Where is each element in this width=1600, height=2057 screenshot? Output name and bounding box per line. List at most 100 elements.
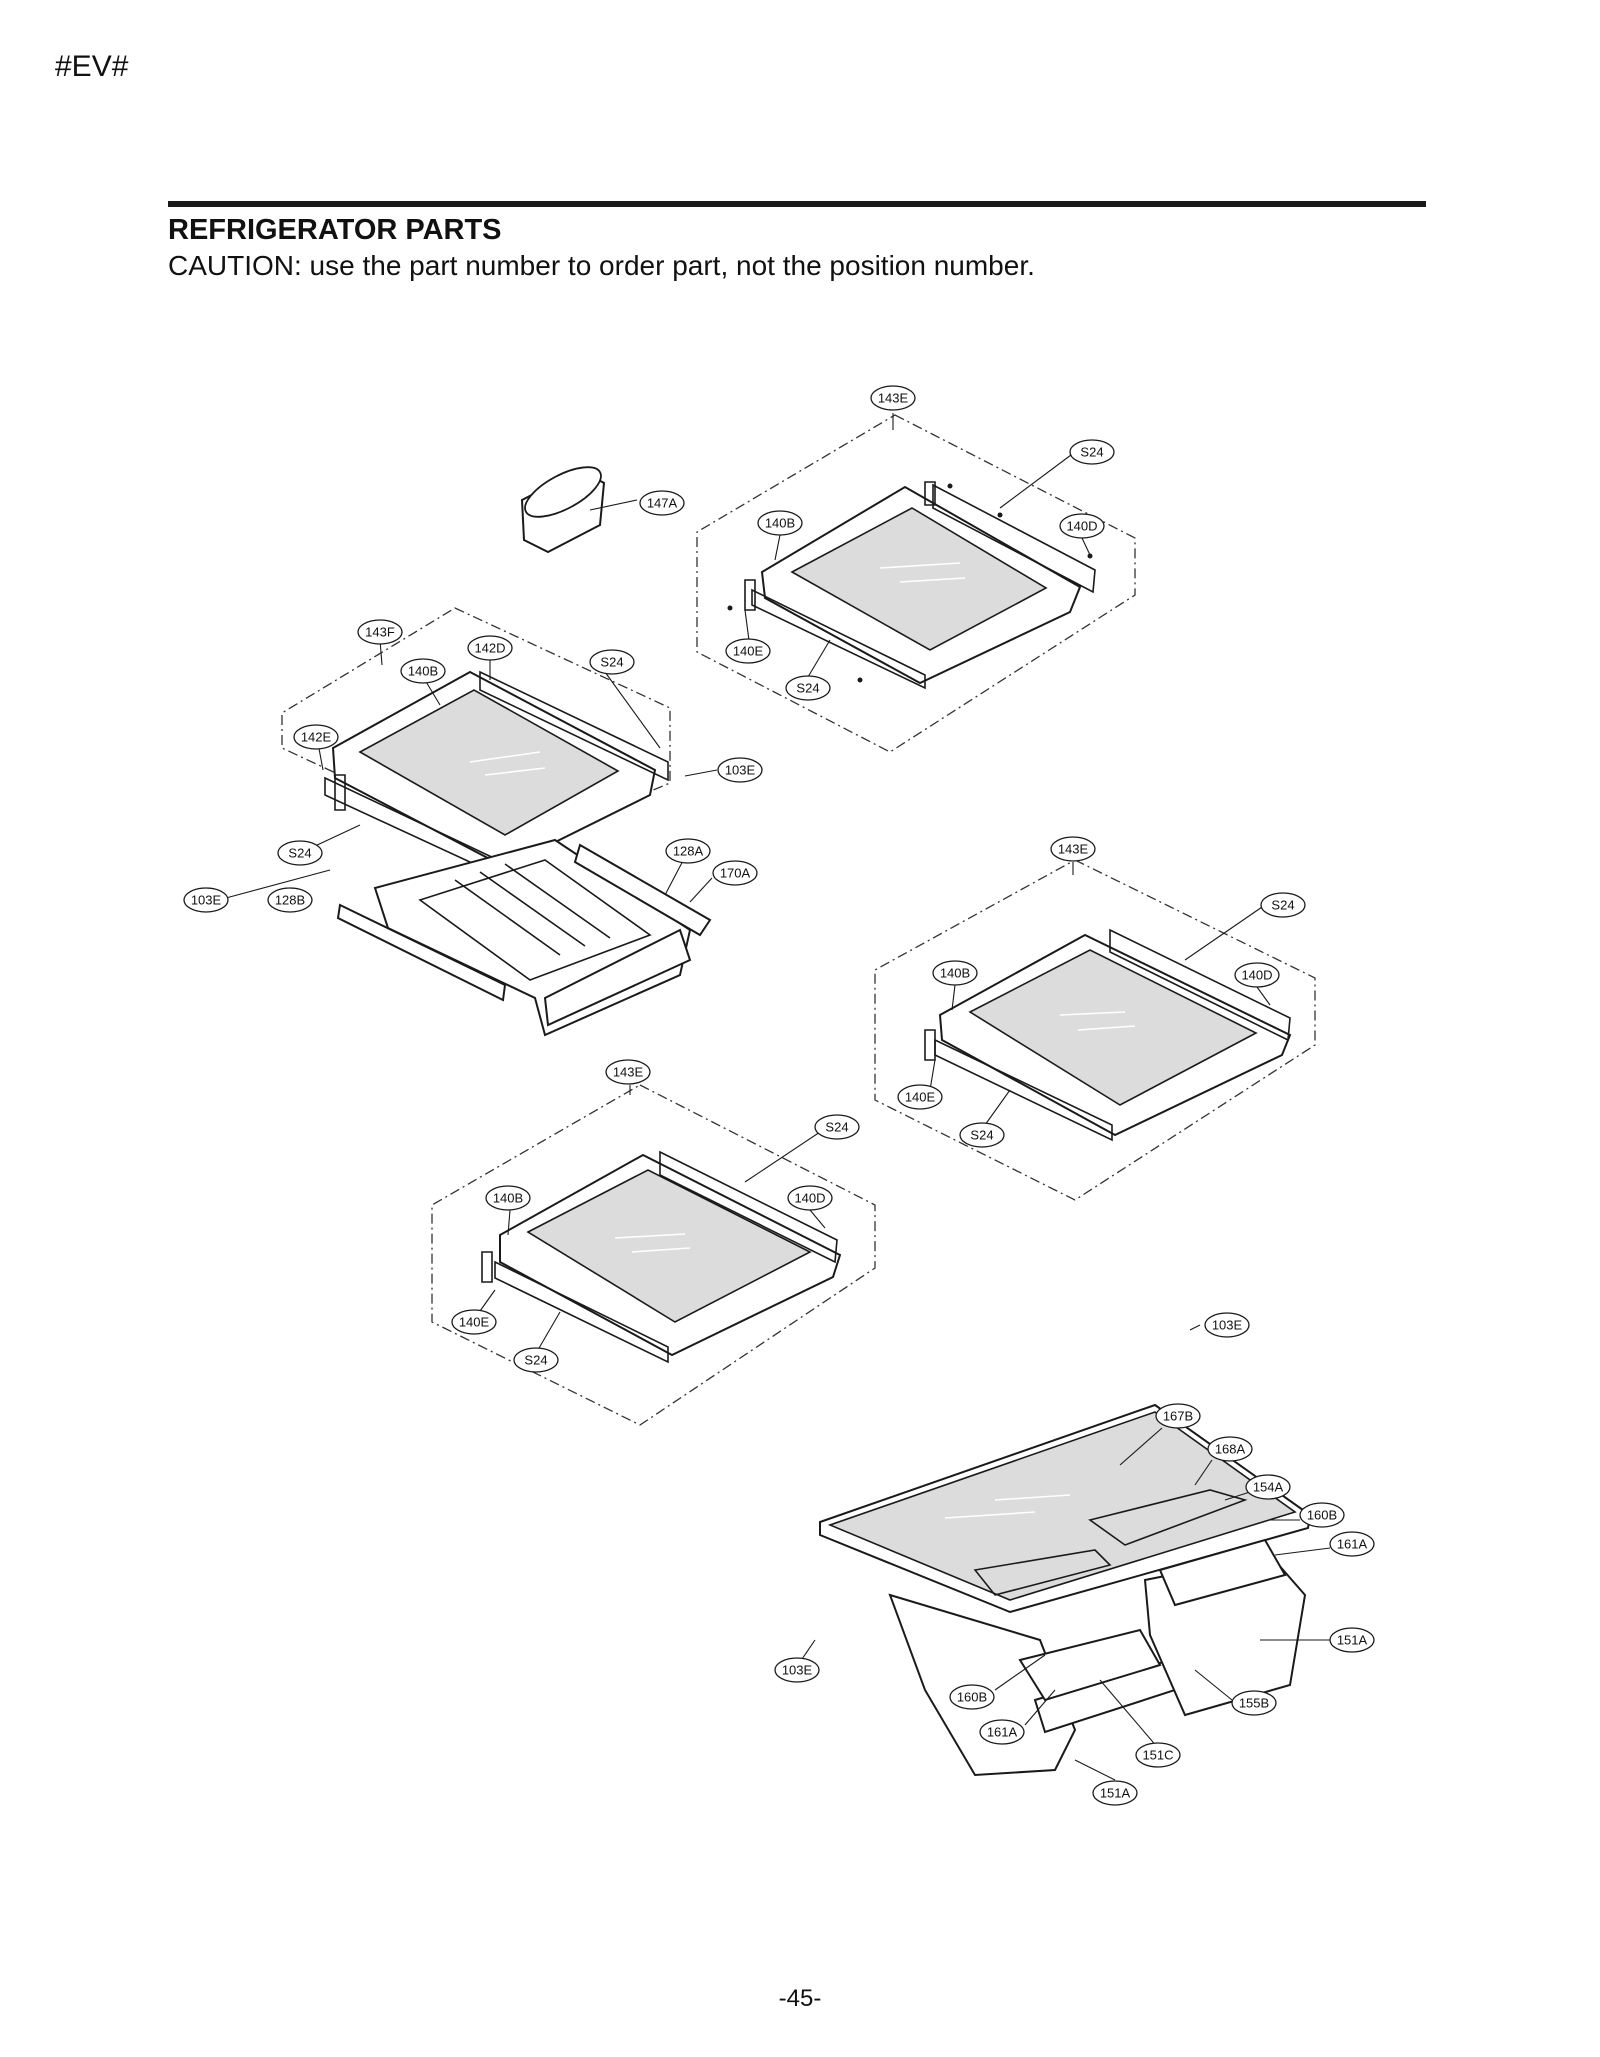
callout-S24-low2: S24 — [513, 1347, 559, 1373]
callout-142E: 142E — [293, 724, 339, 750]
storage-cup — [520, 466, 606, 554]
callout-label: S24 — [1271, 898, 1294, 913]
callout-155B: 155B — [1231, 1690, 1277, 1716]
callout-label: S24 — [288, 846, 311, 861]
callout-label: 128A — [673, 844, 704, 859]
callout-140B-low: 140B — [485, 1185, 531, 1211]
callout-S24-mid2: S24 — [959, 1122, 1005, 1148]
callout-160B-right: 160B — [1299, 1502, 1345, 1528]
callout-label: 170A — [720, 866, 751, 881]
callout-S24-low1: S24 — [814, 1114, 860, 1140]
callout-label: S24 — [1080, 445, 1103, 460]
callout-label: 103E — [725, 763, 756, 778]
callout-161A-left: 161A — [979, 1719, 1025, 1745]
callout-143E-top: 143E — [870, 385, 916, 411]
callout-label: 140D — [794, 1191, 825, 1206]
callout-140D-low: 140D — [787, 1185, 833, 1211]
callout-151A-bottom: 151A — [1092, 1780, 1138, 1806]
callout-label: 140B — [408, 664, 438, 679]
callout-S24-top1: S24 — [1069, 439, 1115, 465]
callout-S24-mid1: S24 — [1260, 892, 1306, 918]
callout-label: 151C — [1142, 1748, 1173, 1763]
callout-168A: 168A — [1207, 1436, 1253, 1462]
callout-128B: 128B — [267, 887, 313, 913]
callout-140D-mid: 140D — [1234, 962, 1280, 988]
callout-label: 143E — [613, 1065, 644, 1080]
callout-142D: 142D — [467, 635, 513, 661]
callout-143E-mid: 143E — [1050, 836, 1096, 862]
page-number: -45- — [778, 1985, 822, 2012]
callout-140B-left: 140B — [400, 658, 446, 684]
callout-140E-mid: 140E — [897, 1084, 943, 1110]
callout-label: 168A — [1215, 1442, 1246, 1457]
crisper-drawer — [336, 838, 712, 1037]
callout-128A: 128A — [665, 838, 711, 864]
callout-label: S24 — [796, 681, 819, 696]
callout-label: 167B — [1163, 1409, 1193, 1424]
shelf-assembly-low — [431, 1084, 876, 1426]
callout-140E-top: 140E — [725, 638, 771, 664]
callout-103E-left2: 103E — [183, 887, 229, 913]
callout-140D-top: 140D — [1059, 513, 1105, 539]
callout-label: 103E — [191, 893, 222, 908]
callout-label: 147A — [647, 496, 678, 511]
callout-label: 161A — [987, 1725, 1018, 1740]
callout-label: 160B — [1307, 1508, 1337, 1523]
callout-147A: 147A — [639, 490, 685, 516]
callout-151C: 151C — [1135, 1742, 1181, 1768]
callout-label: 140D — [1241, 968, 1272, 983]
document-code: #EV# — [55, 50, 129, 83]
callout-103E-br2: 103E — [774, 1657, 820, 1683]
callout-103E-left1: 103E — [717, 757, 763, 783]
callout-label: 140E — [459, 1315, 490, 1330]
callout-140B-top: 140B — [757, 510, 803, 536]
crisper-assembly — [819, 1403, 1312, 1777]
callout-label: S24 — [970, 1128, 993, 1143]
callout-label: 142E — [301, 730, 332, 745]
callout-label: 160B — [957, 1690, 987, 1705]
callout-label: S24 — [600, 655, 623, 670]
callout-label: 151A — [1100, 1786, 1131, 1801]
page-title: REFRIGERATOR PARTS — [168, 214, 502, 246]
callout-label: S24 — [825, 1120, 848, 1135]
callout-label: 161A — [1337, 1537, 1368, 1552]
callout-143F: 143F — [357, 619, 403, 645]
callout-160B-left: 160B — [949, 1684, 995, 1710]
header-rule — [168, 201, 1426, 207]
callout-label: 151A — [1337, 1633, 1368, 1648]
callout-143E-low: 143E — [605, 1059, 651, 1085]
callout-label: 143F — [365, 625, 395, 640]
callout-161A-right: 161A — [1329, 1531, 1375, 1557]
callout-label: 128B — [275, 893, 305, 908]
callout-label: 103E — [1212, 1318, 1243, 1333]
callout-103E-br1: 103E — [1204, 1312, 1250, 1338]
callout-170A: 170A — [712, 860, 758, 886]
callout-label: S24 — [524, 1353, 547, 1368]
caution-note: CAUTION: use the part number to order pa… — [168, 250, 1035, 281]
leader-lines — [225, 413, 1331, 1781]
callout-label: 140B — [940, 966, 970, 981]
shelf-assembly-left — [281, 607, 671, 877]
callout-label: 142D — [474, 641, 505, 656]
shelf-assembly-mid — [874, 859, 1316, 1201]
callout-label: 103E — [782, 1663, 813, 1678]
callout-S24-left1: S24 — [589, 649, 635, 675]
callout-label: 140D — [1066, 519, 1097, 534]
callout-154A: 154A — [1245, 1474, 1291, 1500]
callout-S24-left2: S24 — [277, 840, 323, 866]
callout-label: 140B — [493, 1191, 523, 1206]
shelf-assembly-top — [696, 414, 1136, 753]
callout-167B: 167B — [1155, 1403, 1201, 1429]
callout-label: 143E — [1058, 842, 1089, 857]
callout-label: 140E — [733, 644, 764, 659]
callout-label: 143E — [878, 391, 909, 406]
callout-151A-right: 151A — [1329, 1627, 1375, 1653]
callout-label: 140E — [905, 1090, 936, 1105]
callout-label: 140B — [765, 516, 795, 531]
callout-label: 155B — [1239, 1696, 1269, 1711]
callout-140E-low: 140E — [451, 1309, 497, 1335]
callout-S24-top2: S24 — [785, 675, 831, 701]
callout-140B-mid: 140B — [932, 960, 978, 986]
callout-label: 154A — [1253, 1480, 1284, 1495]
